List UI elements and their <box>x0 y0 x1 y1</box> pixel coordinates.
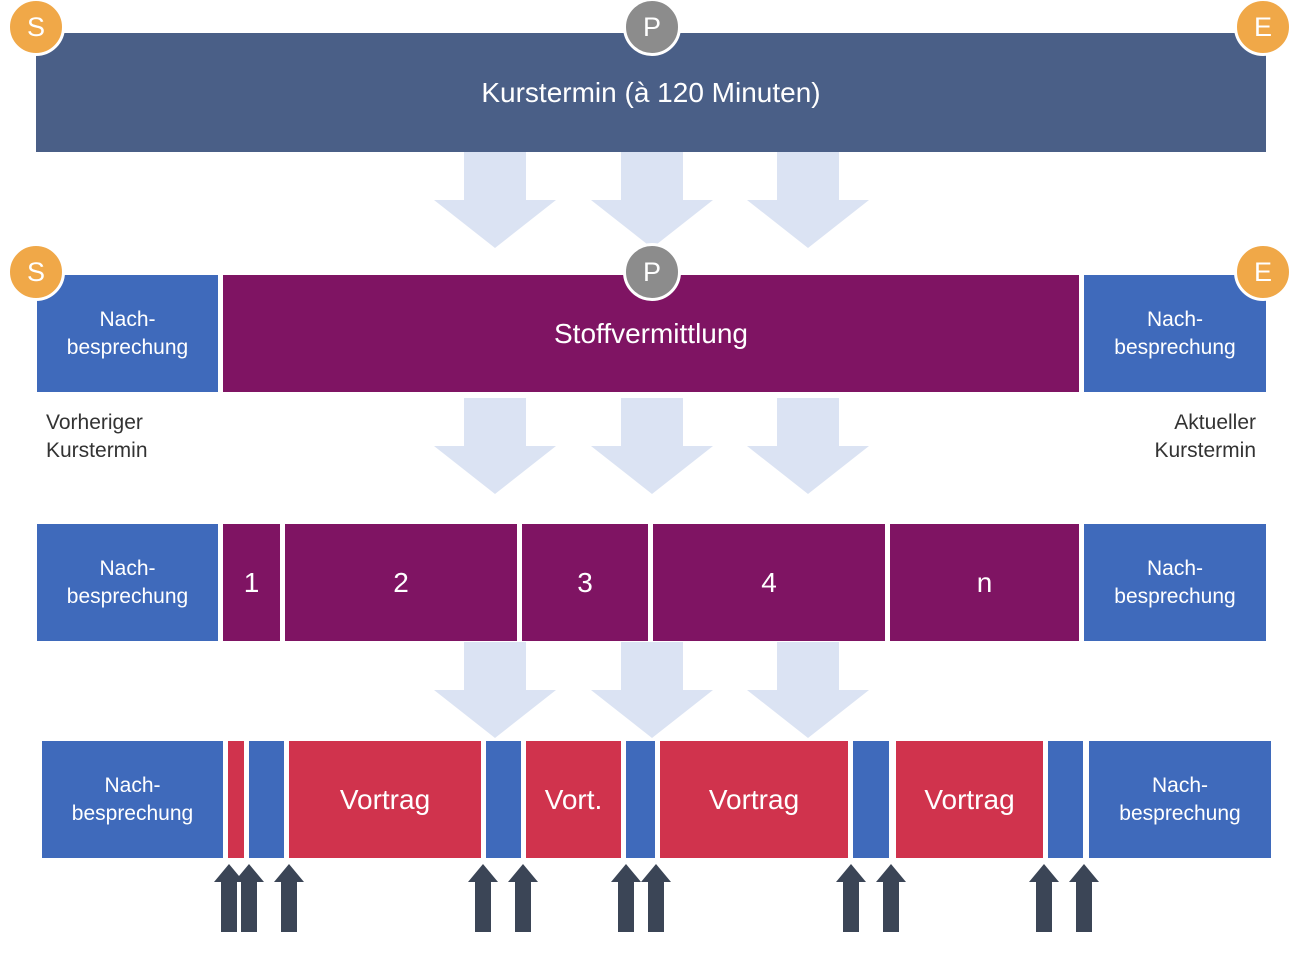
nachbesprechung-label-line2: besprechung <box>66 335 189 359</box>
transition-arrow-up <box>836 864 866 932</box>
segment-3: 3 <box>522 524 648 641</box>
stoffvermittlung-label: Stoffvermittlung <box>553 317 749 349</box>
vortrag-block: Vortrag <box>289 741 481 858</box>
nachbesprechung-label-line2: besprechung <box>1114 584 1236 608</box>
flow-arrow <box>434 642 556 738</box>
transition-arrow-up <box>1029 864 1059 932</box>
nachbesprechung-label-line2: besprechung <box>1114 335 1236 359</box>
pause-badge-label: P <box>642 11 661 42</box>
start-badge: S <box>7 243 65 301</box>
flow-arrow <box>591 642 713 738</box>
segment-1: 1 <box>223 524 280 641</box>
nachbesprechung-label-line1: Nach- <box>1146 307 1204 331</box>
start-badge-label: S <box>26 11 45 42</box>
activity-block <box>626 741 655 858</box>
flow-arrow <box>747 398 869 494</box>
caption-line1: Vorheriger <box>46 411 143 434</box>
pause-badge: P <box>623 0 681 56</box>
caption-line2: Kurstermin <box>1154 439 1256 462</box>
transition-arrow-up <box>234 864 264 932</box>
row2-nachbesprechung-left: Nach- besprechung <box>37 275 218 392</box>
nachbesprechung-label-line1: Nach- <box>99 307 156 331</box>
transition-arrow-up <box>876 864 906 932</box>
nachbesprechung-label-line1: Nach- <box>99 556 156 580</box>
row3-nachbesprechung-right: Nach- besprechung <box>1084 524 1266 641</box>
vortrag-block: Vort. <box>526 741 621 858</box>
flow-arrow <box>747 152 869 248</box>
activity-block <box>1048 741 1083 858</box>
segment-label: 3 <box>577 566 593 598</box>
stoffvermittlung-bar: Stoffvermittlung <box>223 275 1079 392</box>
activity-block <box>853 741 889 858</box>
vortrag-label: Vortrag <box>339 783 431 815</box>
end-badge: E <box>1234 0 1292 56</box>
transition-arrow-up <box>611 864 641 932</box>
nachbesprechung-label-line2: besprechung <box>66 584 189 608</box>
flow-arrow <box>747 642 869 738</box>
caption-aktueller-kurstermin: Aktueller Kurstermin <box>1154 409 1256 465</box>
segment-label: 4 <box>761 566 777 598</box>
vortrag-label: Vort. <box>544 783 603 815</box>
flow-arrows-row3-row4 <box>434 642 869 738</box>
start-badge: S <box>7 0 65 56</box>
vortrag-block-small <box>228 741 244 858</box>
segment-label: 1 <box>243 566 260 598</box>
segment-2: 2 <box>285 524 517 641</box>
end-badge-label: E <box>1253 256 1272 287</box>
row3-nachbesprechung-left: Nach- besprechung <box>37 524 218 641</box>
transition-arrow-up <box>508 864 538 932</box>
nachbesprechung-label-line1: Nach- <box>1151 773 1209 797</box>
pause-badge-label: P <box>642 256 661 287</box>
start-badge-label: S <box>26 256 45 287</box>
transition-arrows <box>214 864 1099 932</box>
flow-arrow <box>434 152 556 248</box>
segment-n: n <box>890 524 1079 641</box>
transition-arrow-up <box>274 864 304 932</box>
nachbesprechung-label-line2: besprechung <box>71 801 194 825</box>
end-badge-label: E <box>1253 11 1272 42</box>
pause-badge: P <box>623 243 681 301</box>
caption-line1: Aktueller <box>1174 411 1256 434</box>
kurstermin-title: Kurstermin (à 120 Minuten) <box>481 76 821 108</box>
transition-arrow-up <box>1069 864 1099 932</box>
row4-nachbesprechung-right: Nach- besprechung <box>1089 741 1271 858</box>
transition-arrow-up <box>468 864 498 932</box>
nachbesprechung-label-line2: besprechung <box>1119 801 1241 825</box>
transition-arrow-up <box>214 864 244 932</box>
vortrag-block: Vortrag <box>660 741 848 858</box>
segment-label: 2 <box>393 566 409 598</box>
vortrag-block: Vortrag <box>896 741 1043 858</box>
segment-4: 4 <box>653 524 885 641</box>
row2-nachbesprechung-right: Nach- besprechung <box>1084 275 1266 392</box>
flow-arrows-row2-row3 <box>434 398 869 494</box>
activity-block <box>486 741 521 858</box>
activity-block <box>249 741 284 858</box>
nachbesprechung-label-line1: Nach- <box>1146 556 1204 580</box>
flow-arrow <box>434 398 556 494</box>
flow-arrow <box>591 398 713 494</box>
flow-arrows-row1-row2 <box>434 152 869 248</box>
caption-vorheriger-kurstermin: Vorheriger Kurstermin <box>46 409 148 465</box>
end-badge: E <box>1234 243 1292 301</box>
vortrag-label: Vortrag <box>708 783 800 815</box>
transition-arrow-up <box>641 864 671 932</box>
caption-line2: Kurstermin <box>46 439 148 462</box>
vortrag-label: Vortrag <box>924 783 1015 815</box>
row4-nachbesprechung-left: Nach- besprechung <box>42 741 223 858</box>
nachbesprechung-label-line1: Nach- <box>104 773 161 797</box>
flow-arrow <box>591 152 713 248</box>
segment-label: n <box>976 566 993 598</box>
